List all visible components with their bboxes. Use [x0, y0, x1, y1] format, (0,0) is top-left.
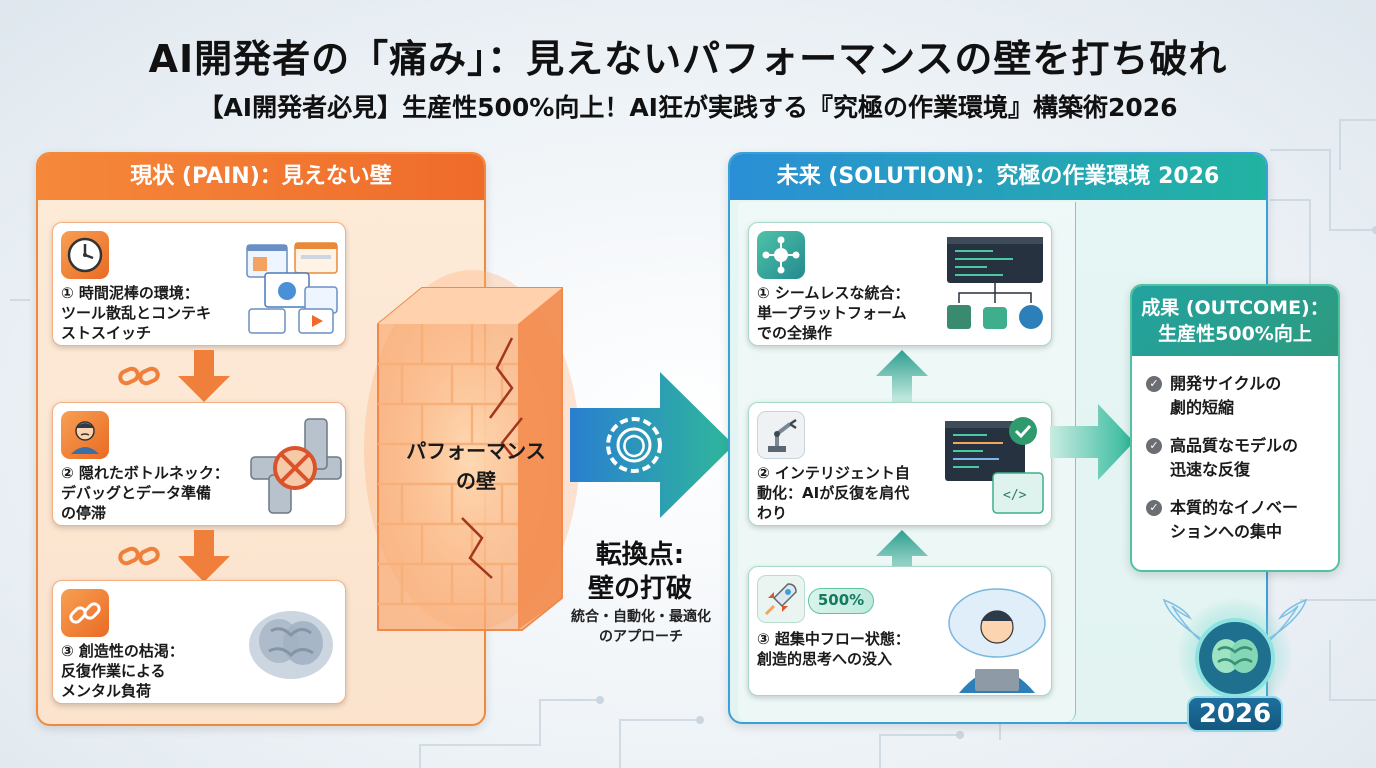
outcome-item-line: 迅速な反復: [1170, 460, 1251, 479]
svg-text:</>: </>: [1003, 488, 1027, 503]
solution-item-text: ② インテリジェント自 動化：AIが反復を肩代 わり: [757, 463, 949, 523]
rocket-icon: [757, 575, 805, 623]
pain-item-text: ③ 創造性の枯渇： 反復作業による メンタル負荷: [61, 641, 247, 701]
solution-item-text: ① シームレスな統合： 単一プラットフォーム での全操作: [757, 283, 949, 343]
turning-point-sub-line: 統合・自動化・最適化: [571, 609, 711, 625]
outcome-header-line: 成果 (OUTCOME)：: [1141, 297, 1329, 319]
pain-item-line: の停滞: [61, 504, 107, 522]
up-arrow: [876, 530, 928, 582]
pain-item-line: ① 時間泥棒の環境：: [61, 284, 199, 302]
outcome-panel: 成果 (OUTCOME)： 生産性500%向上 ✓ 開発サイクルの劇的短縮 ✓ …: [1130, 284, 1340, 572]
broken-chain-icon: [61, 589, 109, 637]
blocked-pipe-illustration: [250, 418, 342, 514]
solution-header: 未来 (SOLUTION)：究極の作業環境 2026: [730, 154, 1266, 200]
solution-card-automation: ② インテリジェント自 動化：AIが反復を肩代 わり </>: [748, 402, 1052, 526]
growth-badge-500: 500%: [808, 588, 874, 614]
down-arrow: [178, 530, 230, 582]
brick-wall-illustration: [364, 270, 580, 631]
check-icon: ✓: [1146, 500, 1162, 516]
turning-point-title-line: 壁の打破: [587, 574, 692, 604]
outcome-header-line: 生産性500%向上: [1158, 323, 1312, 345]
solution-item-line: 創造的思考への没入: [757, 650, 893, 668]
automated-code-illustration: </>: [945, 417, 1044, 514]
pain-item-text: ② 隠れたボトルネック： デバッグとデータ準備 の停滞: [61, 463, 261, 523]
foggy-brain-illustration: [249, 611, 333, 679]
focused-developer-illustration: [948, 588, 1046, 693]
pain-item-line: ツール散乱とコンテキ: [61, 304, 212, 322]
turning-point-subtitle: 統合・自動化・最適化 のアプローチ: [548, 607, 734, 647]
pain-item-line: ② 隠れたボトルネック：: [61, 464, 229, 482]
pain-item-line: ストスイッチ: [61, 324, 152, 342]
network-hub-icon: [757, 231, 805, 279]
scattered-windows-illustration: [246, 242, 338, 334]
outcome-item-line: 高品質なモデルの: [1170, 436, 1299, 455]
up-arrow: [876, 350, 928, 402]
wall-label: パフォーマンス の壁: [378, 436, 574, 496]
pain-card-time-thief: ① 時間泥棒の環境： ツール散乱とコンテキ ストスイッチ: [52, 222, 346, 346]
clock-icon: [61, 231, 109, 279]
pain-item-line: デバッグとデータ準備: [61, 484, 212, 502]
solution-item-line: 動化：AIが反復を肩代: [757, 484, 910, 502]
year-badge: 2026: [1187, 696, 1283, 732]
pain-card-bottleneck: ② 隠れたボトルネック： デバッグとデータ準備 の停滞: [52, 402, 346, 526]
broken-link-icon: [118, 366, 160, 386]
outcome-header: 成果 (OUTCOME)： 生産性500%向上: [1132, 286, 1338, 356]
wall-label-line: の壁: [456, 469, 496, 493]
broken-link-icon: [118, 546, 160, 566]
pain-item-line: 反復作業による: [61, 662, 166, 680]
turning-point-sub-line: のアプローチ: [599, 629, 683, 645]
pain-item-line: ③ 創造性の枯渇：: [61, 642, 184, 660]
winged-brain-badge-icon: [1162, 598, 1308, 714]
pain-header: 現状 (PAIN)：見えない壁: [38, 154, 484, 200]
pain-card-creativity: ③ 創造性の枯渇： 反復作業による メンタル負荷: [52, 580, 346, 704]
solution-item-line: わり: [757, 504, 788, 522]
outcome-item-line: 開発サイクルの: [1170, 374, 1282, 393]
outcome-item-line: 本質的なイノベー: [1170, 498, 1299, 517]
turning-point-title-line: 転換点:: [595, 540, 685, 570]
check-icon: ✓: [1146, 376, 1162, 392]
page-title: AI開発者の「痛み」：見えないパフォーマンスの壁を打ち破れ: [148, 37, 1228, 81]
page-subtitle: 【AI開発者必見】生産性500%向上！AI狂が実践する『究極の作業環境』構築術2…: [198, 93, 1178, 122]
solution-item-line: ③ 超集中フロー状態：: [757, 630, 910, 648]
outcome-item-line: ションへの集中: [1170, 522, 1283, 541]
solution-item-line: 単一プラットフォーム: [757, 304, 907, 322]
breakthrough-arrow: [570, 372, 734, 518]
check-icon: ✓: [1146, 438, 1162, 454]
unified-platform-illustration: [947, 237, 1043, 329]
solution-item-line: での全操作: [757, 324, 833, 342]
outcome-arrow: [1050, 404, 1134, 480]
gear-brain-icon: [606, 417, 662, 473]
outcome-item-line: 劇的短縮: [1170, 398, 1235, 417]
solution-item-line: ② インテリジェント自: [757, 464, 910, 482]
down-arrow: [178, 350, 230, 402]
solution-card-flow: ③ 超集中フロー状態： 創造的思考への没入: [748, 566, 1052, 696]
solution-card-integration: ① シームレスな統合： 単一プラットフォーム での全操作: [748, 222, 1052, 346]
solution-item-text: ③ 超集中フロー状態： 創造的思考への没入: [757, 629, 949, 669]
pain-item-text: ① 時間泥棒の環境： ツール散乱とコンテキ ストスイッチ: [61, 283, 247, 343]
frustrated-person-icon: [61, 411, 109, 459]
robot-arm-icon: [757, 411, 805, 459]
solution-item-line: ① シームレスな統合：: [757, 284, 910, 302]
wall-label-line: パフォーマンス: [406, 439, 546, 463]
pain-item-line: メンタル負荷: [61, 682, 152, 700]
turning-point-title: 転換点: 壁の打破: [560, 538, 720, 606]
